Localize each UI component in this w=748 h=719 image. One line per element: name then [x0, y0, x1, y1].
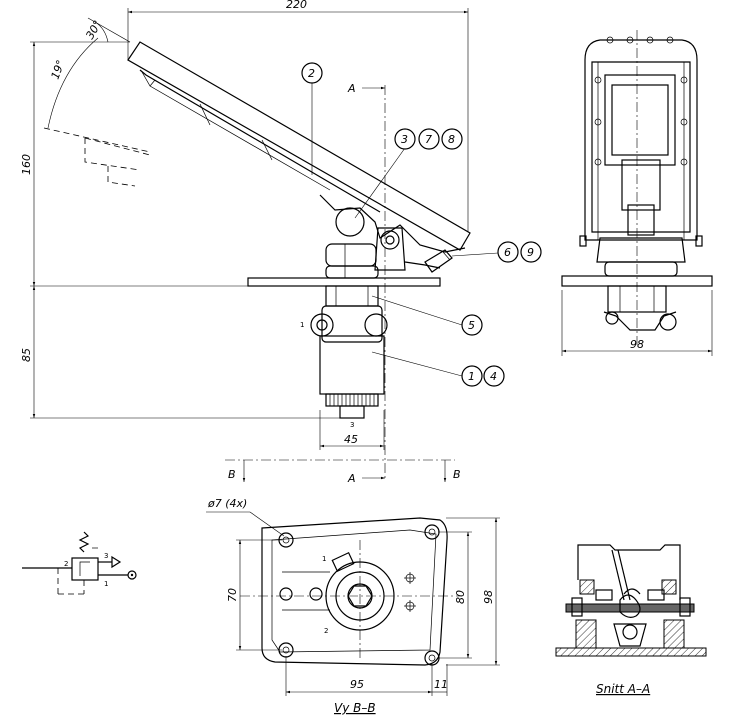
sym-port-3: 3: [104, 552, 108, 560]
section-b-right: B: [453, 468, 461, 481]
balloon-4: 4: [490, 370, 497, 383]
front-dimensions: 220 160 85 45 30° 19°: [20, 0, 469, 450]
sym-port-1: 1: [104, 580, 108, 588]
pivot-pin: [380, 230, 400, 250]
balloon-7: 7: [425, 133, 432, 146]
dim-220: 220: [286, 0, 307, 11]
section-b-left: B: [228, 468, 236, 481]
view-title-bb: Vy B–B: [334, 701, 376, 715]
pedal-lever: [127, 41, 471, 251]
dim-98-side: 98: [630, 338, 644, 351]
part-balloons: 2 3 7 8 6 9 5 1 4: [301, 62, 542, 387]
dim-11: 11: [434, 678, 448, 691]
pneumatic-symbol: 2 3 1: [22, 531, 137, 595]
dim-85: 85: [20, 348, 33, 362]
section-markers: A A B B: [225, 82, 461, 485]
dim-hole-dia: ø7 (4x): [207, 497, 247, 510]
balloon-2: 2: [308, 67, 315, 80]
dim-45: 45: [344, 433, 358, 446]
dim-80: 80: [454, 590, 467, 604]
port-label-1: 1: [300, 321, 304, 329]
exhaust-port: [339, 405, 365, 419]
side-view: 98: [561, 30, 713, 356]
section-a-top: A: [347, 82, 356, 95]
plate-port-2: 2: [324, 627, 328, 635]
balloon-6: 6: [504, 246, 511, 259]
plate-port-1: 1: [322, 555, 326, 563]
section-title-aa: Snitt A–A: [596, 682, 650, 696]
sym-port-2: 2: [64, 560, 68, 568]
dim-30deg: 30°: [83, 18, 104, 41]
balloon-9: 9: [527, 246, 534, 259]
front-view: [43, 41, 471, 478]
view-bb: 1 2 ø7 (4x) 70 80 98 95 11 Vy B–B: [206, 497, 500, 715]
balloon-1: 1: [468, 370, 475, 383]
dim-19deg: 19°: [49, 58, 68, 81]
pivot-roller: [335, 207, 365, 237]
dim-70: 70: [226, 588, 239, 602]
section-a-bottom: A: [347, 472, 356, 485]
dim-95: 95: [350, 678, 364, 691]
port-label-3: 3: [350, 421, 354, 429]
dim-98-plate: 98: [482, 590, 495, 604]
section-aa: Snitt A–A: [555, 544, 707, 696]
balloon-3: 3: [401, 133, 408, 146]
balloon-8: 8: [448, 133, 455, 146]
balloon-5: 5: [468, 319, 475, 332]
dim-160: 160: [20, 154, 33, 175]
